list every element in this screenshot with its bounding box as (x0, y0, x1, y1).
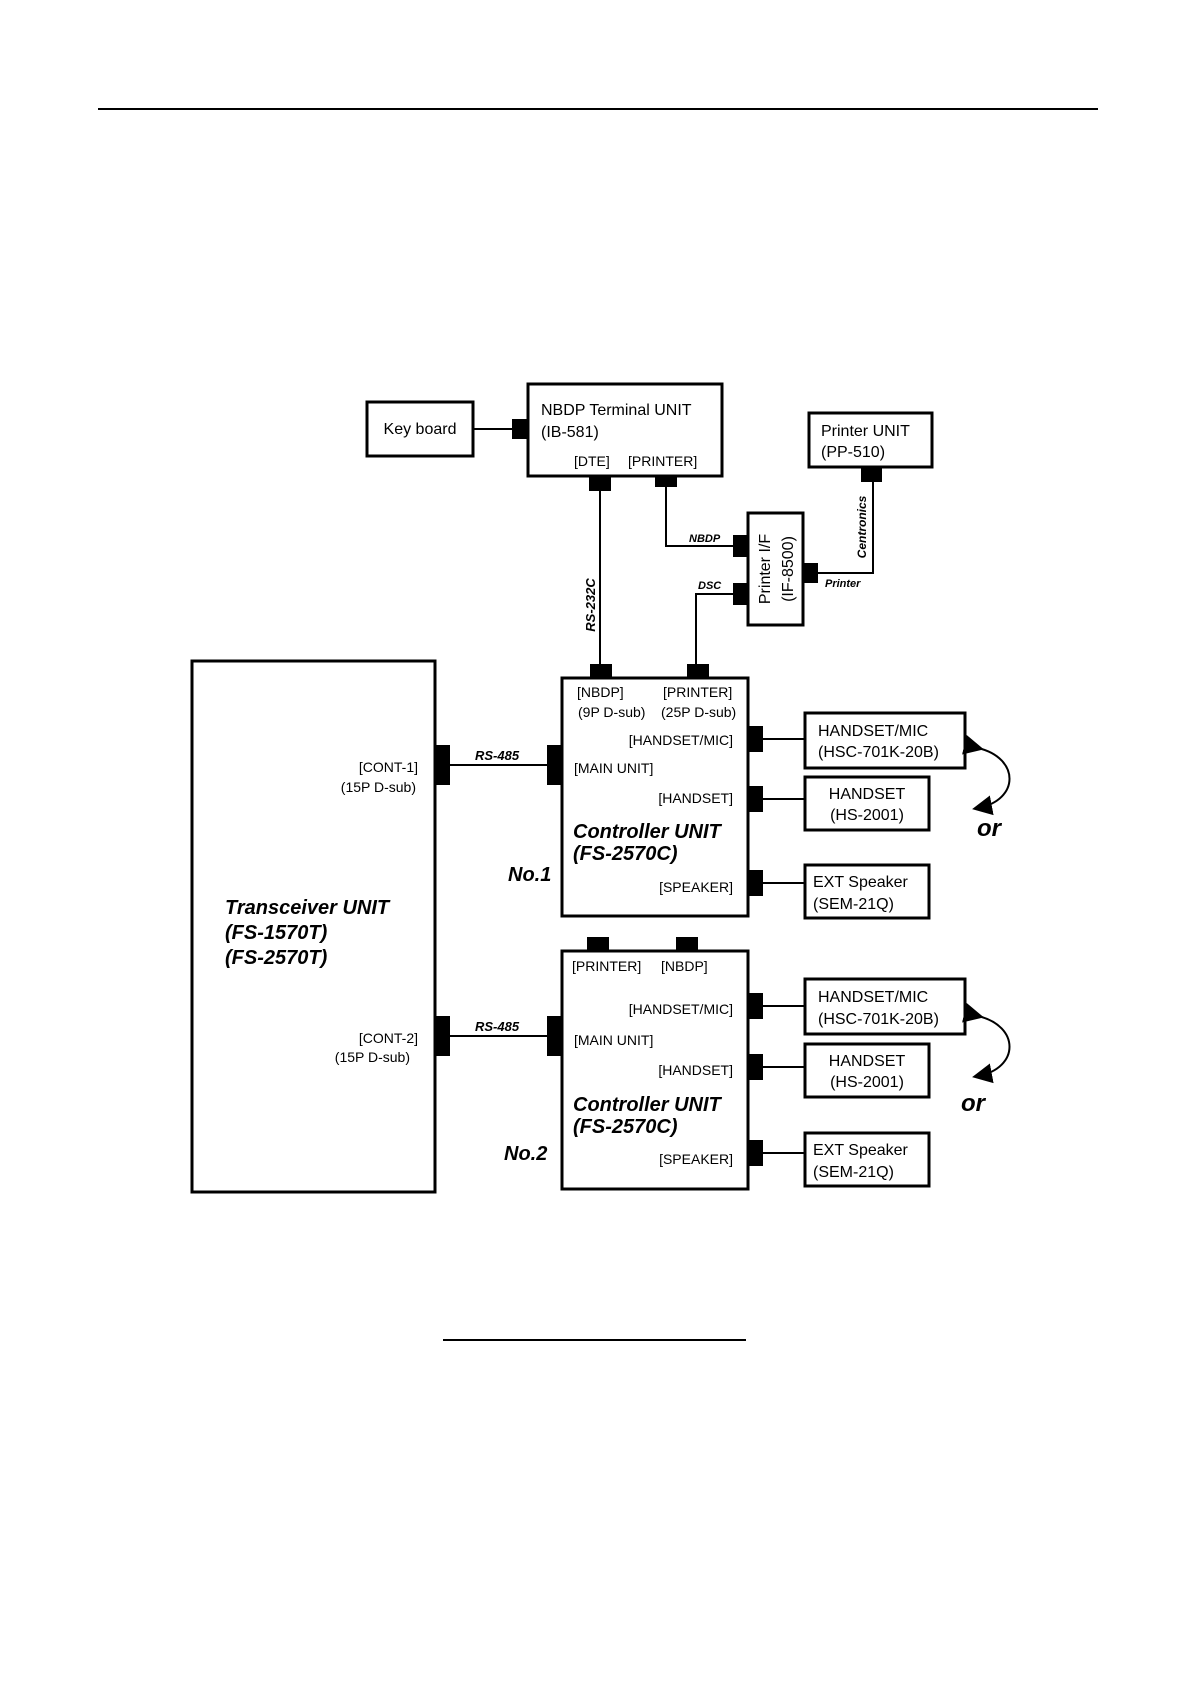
wire-label-rs232c: RS-232C (583, 578, 598, 632)
controller1-speaker-connector (748, 870, 763, 896)
controller1-port-main-unit: [MAIN UNIT] (574, 760, 653, 776)
transceiver-port-cont1-type: (15P D-sub) (341, 779, 416, 795)
controller2-port-printer: [PRINTER] (572, 958, 641, 974)
controller2-port-handset-mic: [HANDSET/MIC] (629, 1001, 733, 1017)
printer-if-to-printer-wire (818, 482, 874, 574)
controller-unit-2: [PRINTER] [NBDP] [HANDSET/MIC] [MAIN UNI… (560, 949, 750, 1191)
handset-mic-unit-1: HANDSET/MIC (HSC-701K-20B) (803, 711, 967, 770)
controller1-title: Controller UNIT (573, 821, 723, 843)
printer-unit-model: (PP-510) (821, 444, 885, 461)
controller-dsc-wire (695, 593, 733, 664)
nbdp-printer-connector (655, 476, 677, 487)
controller1-handset-mic-connector (748, 726, 763, 752)
controller2-nbdp-connector (676, 937, 698, 951)
printer-if-dsc-connector (733, 583, 748, 605)
controller2-speaker-connector (748, 1140, 763, 1166)
controller-unit-1: [NBDP] (9P D-sub) [PRINTER] (25P D-sub) … (560, 676, 750, 918)
printer-if-title: Printer I/F (757, 534, 774, 604)
controller2-model: (FS-2570C) (573, 1116, 678, 1138)
alternative-or-1: or (977, 815, 1003, 842)
nbdp-terminal-unit: NBDP Terminal UNIT (IB-581) [DTE] [PRINT… (526, 382, 724, 478)
transceiver-unit: Transceiver UNIT (FS-1570T) (FS-2570T) [… (190, 659, 437, 1194)
controller1-handset-connector (748, 786, 763, 812)
handset-mic-1-model: (HSC-701K-20B) (818, 744, 939, 761)
nbdp-terminal-model: (IB-581) (541, 424, 599, 441)
transceiver-title: Transceiver UNIT (225, 897, 391, 919)
keyboard-label: Key board (384, 421, 457, 438)
controller1-main-unit-connector (547, 745, 562, 785)
controller1-port-handset: [HANDSET] (658, 790, 733, 806)
controller2-number: No.2 (504, 1143, 547, 1165)
handset-1-title: HANDSET (829, 786, 906, 803)
handset-1-model: (HS-2001) (830, 807, 904, 824)
nbdp-port-dte: [DTE] (574, 453, 610, 469)
wire-label-nbdp: NBDP (689, 533, 721, 545)
handset-mic-2-title: HANDSET/MIC (818, 989, 928, 1006)
controller2-handset-connector (748, 1054, 763, 1080)
transceiver-model-2: (FS-2570T) (225, 947, 328, 969)
nbdp-port-printer: [PRINTER] (628, 453, 697, 469)
printer-unit: Printer UNIT (PP-510) (807, 411, 934, 469)
controller1-number: No.1 (508, 864, 551, 886)
printer-interface-unit: Printer I/F (IF-8500) (746, 511, 805, 627)
controller1-port-nbdp: [NBDP] (577, 684, 624, 700)
nbdp-keyboard-connector (512, 419, 528, 439)
wire-label-centronics: Centronics (855, 495, 869, 558)
wire-label-rs485-1: RS-485 (475, 748, 520, 763)
controller1-port-printer-type: (25P D-sub) (661, 704, 736, 720)
controller2-main-unit-connector (547, 1016, 562, 1056)
ext-speaker-unit-1: EXT Speaker (SEM-21Q) (803, 863, 931, 920)
ext-speaker-unit-2: EXT Speaker (SEM-21Q) (803, 1131, 931, 1188)
controller2-port-main-unit: [MAIN UNIT] (574, 1032, 653, 1048)
printer-unit-title: Printer UNIT (821, 423, 910, 440)
transceiver-cont1-connector (435, 745, 450, 785)
handset-mic-1-title: HANDSET/MIC (818, 723, 928, 740)
printer-unit-connector (861, 467, 882, 482)
wire-label-printer: Printer (825, 578, 861, 590)
handset-2-title: HANDSET (829, 1053, 906, 1070)
controller2-handset-mic-connector (748, 993, 763, 1019)
transceiver-cont2-connector (435, 1016, 450, 1056)
wire-label-rs485-2: RS-485 (475, 1019, 520, 1034)
ext-speaker-1-title: EXT Speaker (813, 874, 909, 891)
transceiver-port-cont2-type: (15P D-sub) (335, 1049, 410, 1065)
transceiver-model-1: (FS-1570T) (225, 922, 328, 944)
handset-unit-2: HANDSET (HS-2001) (803, 1042, 931, 1099)
ext-speaker-1-model: (SEM-21Q) (813, 896, 894, 913)
nbdp-terminal-title: NBDP Terminal UNIT (541, 402, 692, 419)
nbdp-to-printer-if-wire (665, 487, 733, 547)
printer-if-printer-connector (803, 563, 818, 583)
controller1-port-printer: [PRINTER] (663, 684, 732, 700)
ext-speaker-2-model: (SEM-21Q) (813, 1164, 894, 1181)
handset-unit-1: HANDSET (HS-2001) (803, 775, 931, 832)
printer-if-model: (IF-8500) (780, 536, 797, 602)
printer-if-nbdp-connector (733, 535, 748, 557)
controller1-nbdp-connector (590, 664, 612, 678)
transceiver-port-cont1: [CONT-1] (359, 759, 418, 775)
controller2-port-handset: [HANDSET] (658, 1062, 733, 1078)
handset-mic-2-model: (HSC-701K-20B) (818, 1011, 939, 1028)
controller2-port-speaker: [SPEAKER] (659, 1151, 733, 1167)
alternative-or-2: or (961, 1090, 987, 1117)
controller1-port-nbdp-type: (9P D-sub) (578, 704, 645, 720)
controller1-port-handset-mic: [HANDSET/MIC] (629, 732, 733, 748)
handset-2-model: (HS-2001) (830, 1074, 904, 1091)
controller2-port-nbdp: [NBDP] (661, 958, 708, 974)
controller1-port-speaker: [SPEAKER] (659, 879, 733, 895)
nbdp-dte-connector (589, 476, 611, 491)
handset-mic-unit-2: HANDSET/MIC (HSC-701K-20B) (803, 977, 967, 1036)
keyboard-unit: Key board (365, 400, 475, 458)
controller2-printer-connector (587, 937, 609, 951)
ext-speaker-2-title: EXT Speaker (813, 1142, 909, 1159)
alternative-arrow-1 (962, 735, 1011, 816)
alternative-arrow-2 (962, 1003, 1011, 1084)
controller1-printer-connector (687, 664, 709, 678)
transceiver-port-cont2: [CONT-2] (359, 1030, 418, 1046)
wire-label-dsc: DSC (698, 580, 722, 592)
controller2-title: Controller UNIT (573, 1094, 723, 1116)
controller1-model: (FS-2570C) (573, 843, 678, 865)
